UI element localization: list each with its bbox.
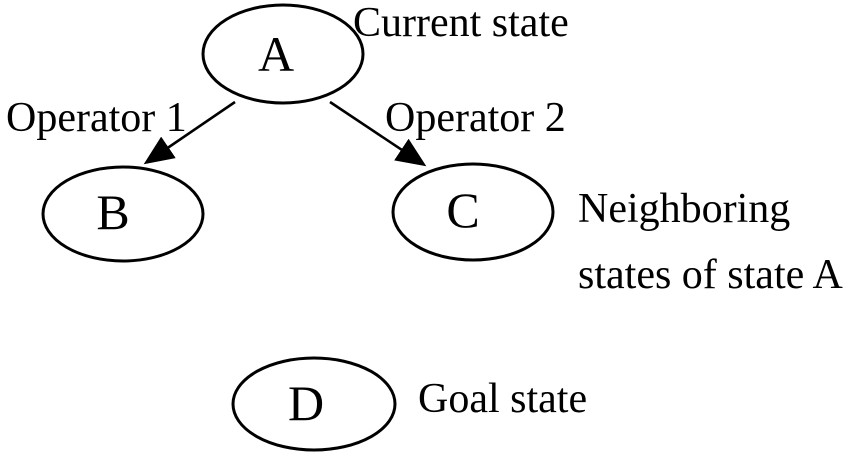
node-a-label: A <box>258 26 294 82</box>
edge-a-to-c-arrow <box>329 100 427 167</box>
node-b-ellipse <box>41 165 205 263</box>
neighboring-states-annotation-line1: Neighboring <box>578 186 790 232</box>
goal-state-annotation: Goal state <box>418 376 587 422</box>
node-d-label: D <box>288 375 324 431</box>
node-d-ellipse <box>231 356 397 452</box>
node-a-ellipse <box>201 3 365 105</box>
operator-1-edge-label: Operator 1 <box>6 95 187 141</box>
operator-2-edge-label: Operator 2 <box>385 95 566 141</box>
node-c-ellipse <box>391 162 555 262</box>
current-state-annotation: Current state <box>353 0 569 46</box>
node-b-label: B <box>96 184 129 240</box>
neighboring-states-annotation-line2: states of state A <box>578 252 843 298</box>
edge-a-to-b-arrow <box>143 100 236 165</box>
node-c-label: C <box>446 182 479 238</box>
